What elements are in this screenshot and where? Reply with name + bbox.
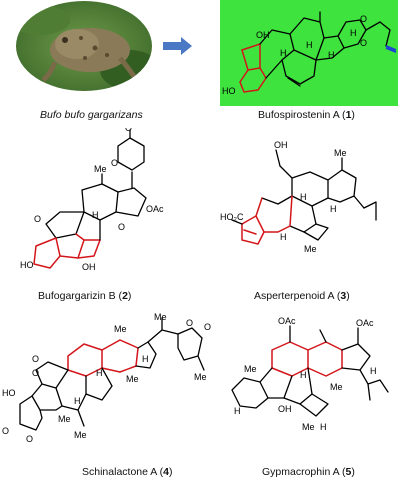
svg-text:O: O: [2, 426, 9, 436]
svg-text:O: O: [32, 368, 39, 378]
svg-text:Me: Me: [94, 164, 107, 174]
compound-caption-2: Bufogargarizin B (2): [38, 290, 132, 302]
svg-text:OH: OH: [82, 262, 96, 272]
svg-text:H: H: [92, 210, 99, 220]
svg-text:H: H: [74, 396, 81, 406]
svg-text:HO: HO: [20, 260, 34, 270]
gypmacrophin-structure: OAc OAc Me Me H H H OH H Me: [220, 312, 400, 460]
svg-text:Me: Me: [244, 364, 257, 374]
svg-text:O: O: [111, 158, 118, 168]
svg-text:O: O: [32, 354, 39, 364]
svg-text:H: H: [370, 366, 377, 376]
svg-text:Me: Me: [74, 430, 87, 440]
svg-text:O: O: [34, 214, 41, 224]
svg-text:H: H: [350, 28, 357, 38]
svg-text:Me: Me: [302, 422, 315, 432]
svg-text:H: H: [300, 370, 307, 380]
compound-caption-3: Asperterpenoid A (3): [254, 290, 350, 302]
svg-text:OH: OH: [278, 404, 292, 414]
asperterpenoid-structure: OH Me Me H H H HO₂C: [220, 140, 400, 280]
organism-caption: Bufo bufo gargarizans: [40, 109, 143, 121]
compound-caption-5: Gypmacrophin A (5): [262, 466, 355, 478]
svg-text:Me: Me: [194, 372, 207, 382]
svg-text:Me: Me: [330, 382, 343, 392]
svg-text:H: H: [280, 232, 287, 242]
svg-text:O: O: [26, 434, 33, 444]
svg-text:O: O: [186, 318, 193, 328]
svg-text:H: H: [306, 40, 313, 50]
svg-text:Me: Me: [334, 148, 347, 158]
svg-text:O: O: [125, 128, 132, 133]
svg-text:H: H: [96, 368, 103, 378]
svg-text:Me: Me: [114, 324, 127, 334]
arrow-icon: [163, 36, 193, 56]
compound-caption-4: Schinalactone A (4): [82, 466, 173, 478]
schinalactone-structure: Me Me H H O O O O Me Me HO O O Me Me H: [2, 310, 212, 460]
bufogargarizin-structure: O O Me OAc H O O HO OH: [20, 123, 200, 288]
svg-text:O: O: [360, 38, 367, 48]
svg-text:O: O: [360, 14, 367, 24]
svg-text:Me: Me: [154, 312, 167, 322]
svg-text:H: H: [320, 422, 327, 432]
svg-text:OH: OH: [256, 30, 270, 40]
svg-text:HO₂C: HO₂C: [220, 212, 244, 222]
svg-text:HO: HO: [2, 388, 16, 398]
svg-text:OAc: OAc: [278, 316, 296, 326]
svg-text:H: H: [234, 406, 241, 416]
toad-photo: [15, 0, 153, 92]
svg-text:O: O: [118, 222, 125, 232]
svg-text:OAc: OAc: [356, 318, 374, 328]
svg-text:O: O: [204, 322, 211, 332]
svg-text:Me: Me: [126, 374, 139, 384]
svg-text:OH: OH: [274, 140, 288, 150]
svg-text:H: H: [280, 48, 287, 58]
svg-text:HO: HO: [222, 86, 236, 96]
svg-text:OAc: OAc: [146, 204, 164, 214]
svg-text:H: H: [300, 192, 307, 202]
svg-text:H: H: [330, 204, 337, 214]
compound-caption-1: Bufospirostenin A (1): [258, 109, 355, 121]
svg-text:Me: Me: [304, 244, 317, 254]
svg-text:H: H: [142, 354, 149, 364]
bufospirostenin-structure: OH H H H H HO O O: [220, 0, 398, 106]
svg-text:Me: Me: [58, 414, 71, 424]
svg-text:H: H: [328, 50, 335, 60]
